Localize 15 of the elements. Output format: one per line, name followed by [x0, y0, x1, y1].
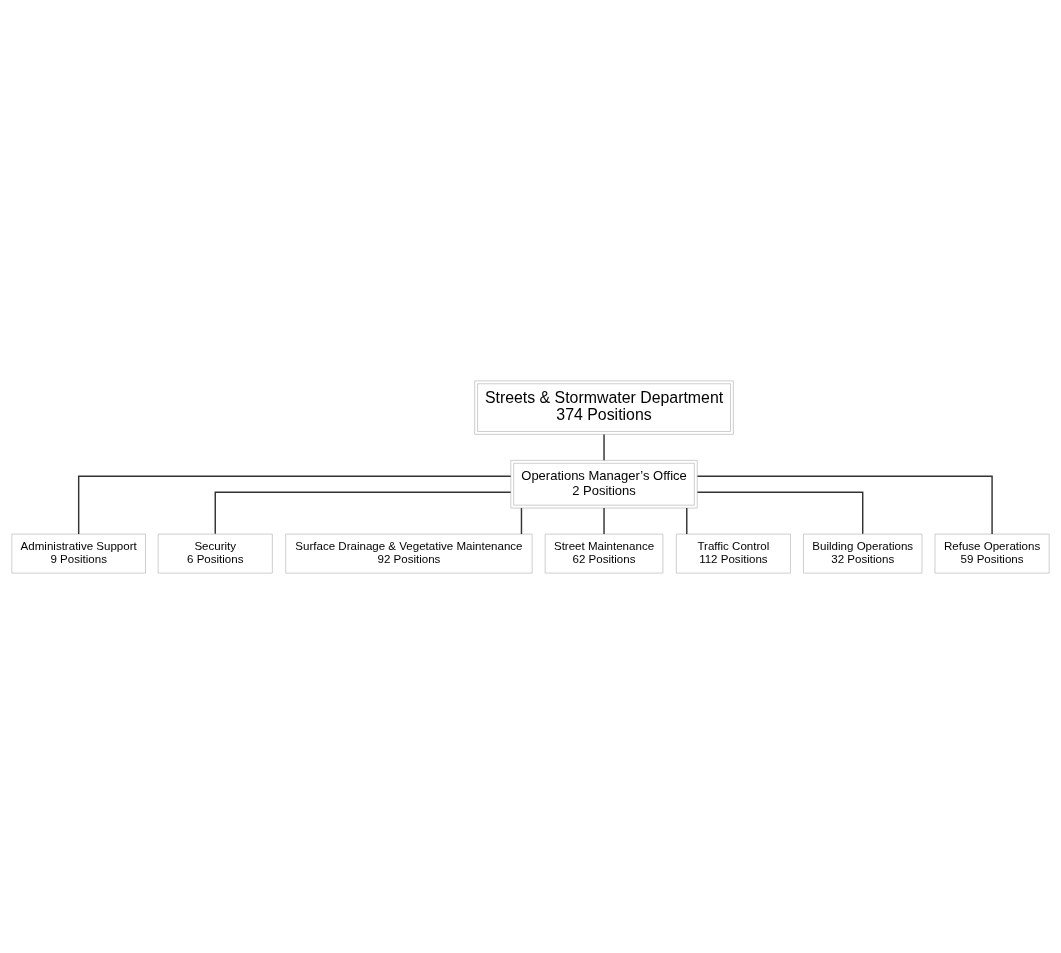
- connector: [696, 490, 864, 535]
- node-box: Surface Drainage & Vegetative Maintenance 92 Positions: [285, 533, 533, 573]
- connector: [686, 506, 688, 535]
- node-box: Street Maintenance 62 Positions: [544, 533, 664, 573]
- connector: [603, 433, 605, 461]
- node-box: Administrative Support 9 Positions: [11, 533, 146, 573]
- connector: [214, 490, 512, 535]
- node-box: Refuse Operations 59 Positions: [934, 533, 1050, 573]
- node-box: Security 6 Positions: [157, 533, 273, 573]
- node-box: Building Operations 32 Positions: [803, 533, 923, 573]
- connector: [696, 475, 993, 535]
- connector: [603, 506, 605, 535]
- connector: [77, 475, 512, 535]
- connector: [520, 506, 523, 535]
- node-box: Traffic Control 112 Positions: [675, 533, 791, 573]
